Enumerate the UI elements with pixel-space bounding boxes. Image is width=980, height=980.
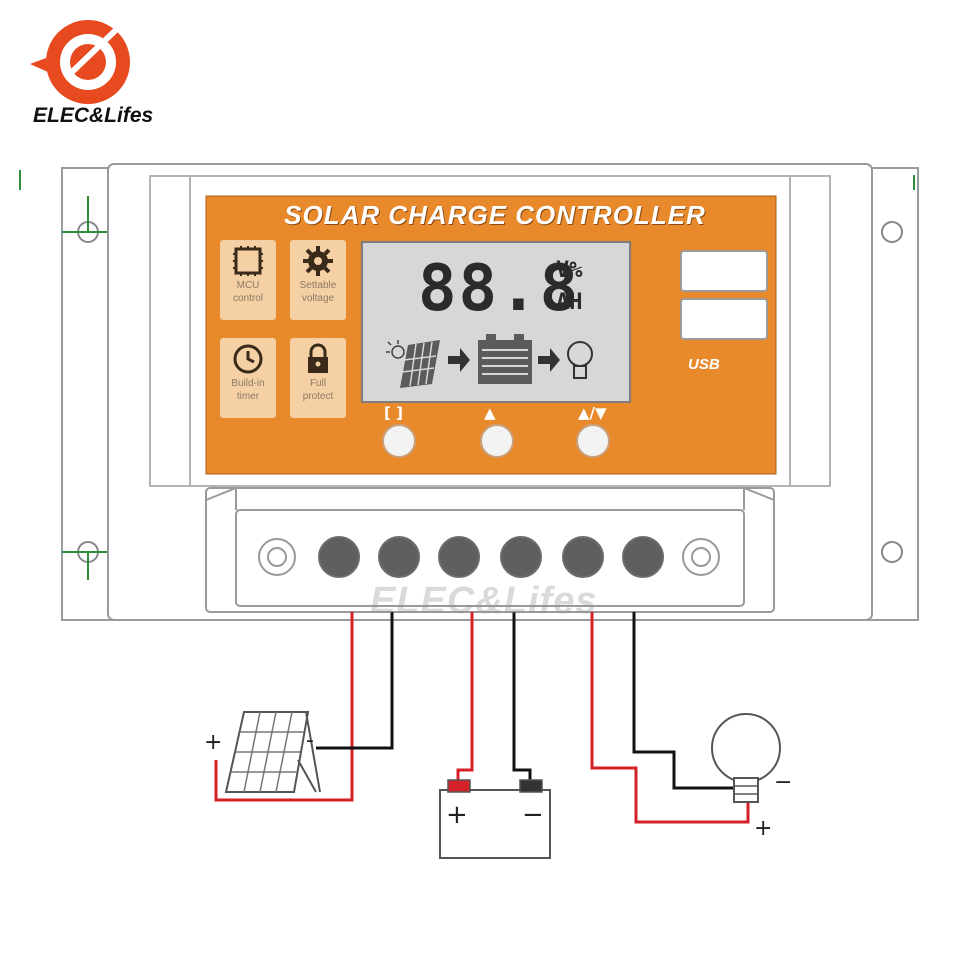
lcd-unit-bottom: AH <box>556 290 583 315</box>
housing-screw-left <box>258 538 296 576</box>
feature-label-line2: timer <box>236 391 260 402</box>
terminal-load-positive <box>562 536 604 578</box>
logo-mark <box>30 20 130 104</box>
right-flange <box>867 167 919 621</box>
terminal-panel-positive <box>318 536 360 578</box>
terminal-panel-negative <box>378 536 420 578</box>
usb-port-2 <box>680 298 768 340</box>
feature-label-line2: protect <box>302 391 334 402</box>
device-title: SOLAR CHARGE CONTROLLER <box>284 200 706 230</box>
lcd-solar-icon <box>386 340 440 388</box>
feature-label-line1: Settable <box>299 280 337 291</box>
lcd-arrow-1 <box>448 348 470 372</box>
lcd-digits: 88.8 <box>418 252 581 326</box>
terminal-battery-negative <box>500 536 542 578</box>
usb-port-1 <box>680 250 768 292</box>
lock-icon <box>308 343 328 373</box>
bulb-drawing <box>711 713 781 803</box>
button-symbol-updown: ▲/▼ <box>578 404 607 422</box>
watermark-text: ELEC&Lifes <box>370 580 598 622</box>
lcd-arrow-2 <box>538 348 560 372</box>
feature-full-protect: Full protect <box>290 338 346 418</box>
lcd-unit-top: V% <box>556 258 583 283</box>
bulb-minus-sign: − <box>774 770 793 795</box>
button-symbol-up: ▲ <box>484 404 496 422</box>
feature-label-line2: voltage <box>301 293 335 304</box>
battery-minus-sign: − <box>522 800 544 830</box>
feature-label-line1: Build-in <box>231 378 265 389</box>
down-button[interactable] <box>576 424 610 458</box>
lcd-battery-icon <box>478 334 532 384</box>
wiring <box>214 612 750 824</box>
usb-label: USB <box>688 356 720 373</box>
feature-build-in-timer: Build-in timer <box>220 338 276 418</box>
feature-label-line1: MCU <box>236 280 260 291</box>
solar-panel-drawing <box>224 711 321 793</box>
brand-logo-text: ELEC&Lifes <box>33 104 154 127</box>
terminal-battery-positive <box>438 536 480 578</box>
button-symbol-menu: [ ] <box>384 404 403 422</box>
up-button[interactable] <box>480 424 514 458</box>
mount-hole-tr <box>881 221 903 243</box>
feature-mcu-control: MCU control <box>220 240 276 320</box>
lcd-bulb-icon <box>567 341 593 379</box>
mount-hole-br <box>881 541 903 563</box>
battery-drawing <box>439 779 551 859</box>
housing-screw-right <box>682 538 720 576</box>
panel-plus-sign: + <box>204 730 223 755</box>
feature-settable-voltage: Settable voltage <box>290 240 346 320</box>
bulb-plus-sign: + <box>754 816 773 841</box>
left-flange <box>61 167 113 621</box>
feature-label-line1: Full <box>309 378 327 389</box>
battery-plus-sign: + <box>446 800 468 830</box>
chip-icon <box>233 246 263 276</box>
terminal-load-negative <box>622 536 664 578</box>
gear-icon <box>303 246 333 276</box>
clock-icon <box>233 344 263 374</box>
feature-label-line2: control <box>232 293 263 304</box>
menu-button[interactable] <box>382 424 416 458</box>
panel-minus-sign: - <box>306 728 314 753</box>
